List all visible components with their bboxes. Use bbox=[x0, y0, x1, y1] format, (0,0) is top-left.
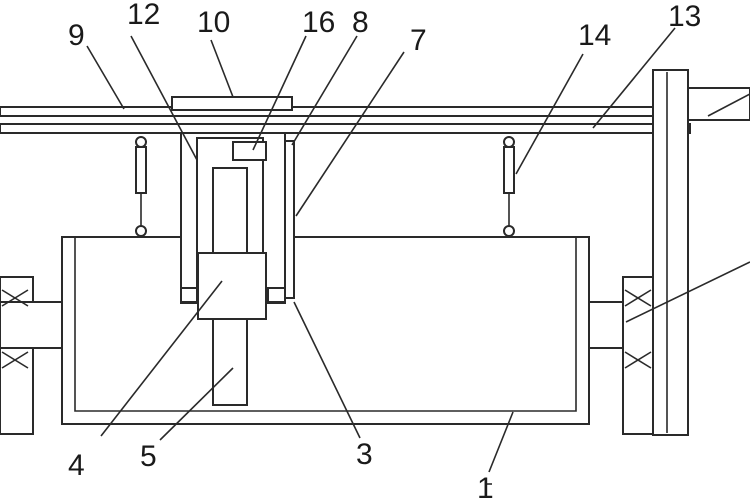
drum-body bbox=[61, 236, 590, 425]
part-number-3: 3 bbox=[356, 438, 373, 471]
part-number-8: 8 bbox=[352, 6, 369, 39]
part-number-16: 16 bbox=[302, 6, 335, 39]
part-number-5: 5 bbox=[140, 440, 157, 473]
right-column bbox=[652, 69, 750, 436]
part-number-4: 4 bbox=[68, 449, 85, 482]
part-numbers: 12 10 16 8 9 7 13 14 4 5 3 1 bbox=[68, 0, 701, 500]
part-number-12: 12 bbox=[127, 0, 160, 31]
right-bearing bbox=[588, 276, 654, 435]
part-number-13: 13 bbox=[668, 0, 701, 33]
leader-lines bbox=[86, 27, 750, 485]
left-hanger-rod bbox=[135, 136, 147, 237]
part-number-10: 10 bbox=[197, 6, 230, 39]
part-number-9: 9 bbox=[68, 19, 85, 52]
slider-block bbox=[197, 252, 267, 320]
part-number-14: 14 bbox=[578, 19, 611, 52]
top-plate bbox=[171, 96, 293, 111]
part-number-7: 7 bbox=[410, 24, 427, 57]
left-bearing bbox=[0, 276, 63, 435]
part-number-1: 1 bbox=[477, 472, 494, 500]
top-beam bbox=[0, 106, 691, 134]
right-hanger-rod bbox=[503, 136, 515, 237]
